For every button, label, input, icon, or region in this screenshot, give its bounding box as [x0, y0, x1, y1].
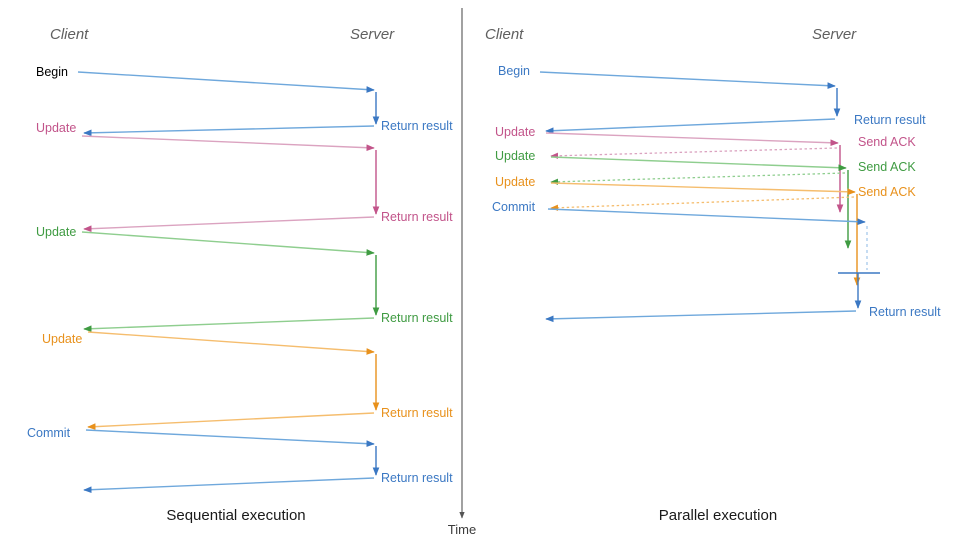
left-msg-4-request-arrow [87, 331, 375, 355]
left-panel-caption: Sequential execution [166, 507, 305, 524]
right-msg-1-reply-arrow [545, 118, 836, 135]
right-msg-4-request-arrow [550, 182, 856, 196]
right-msg-1-request-arrow [539, 71, 836, 89]
right-client-header: Client [485, 26, 524, 43]
right-panel: Client Server Begin Return result Update… [485, 26, 941, 524]
right-msg-5-request-arrow [547, 208, 866, 226]
left-msg-5-label: Commit [27, 426, 71, 440]
left-message-1: Begin Return result [36, 65, 453, 137]
left-msg-4-reply-arrow [87, 412, 375, 430]
right-panel-caption: Parallel execution [659, 507, 777, 524]
right-message-3: Update Send ACK [495, 149, 916, 249]
left-message-3: Update Return result [36, 225, 453, 333]
left-message-2: Update Return result [36, 121, 453, 233]
right-msg-3-ack-arrow [550, 172, 846, 185]
left-client-header: Client [50, 26, 89, 43]
left-msg-4-label: Update [42, 332, 82, 346]
left-msg-3-reply-arrow [83, 317, 375, 333]
right-msg-4-ack-arrow [550, 196, 855, 211]
left-msg-1-request-arrow [77, 71, 375, 93]
right-msg-2-label: Update [495, 125, 535, 139]
right-message-2: Update Send ACK [495, 125, 916, 213]
time-axis-label: Time [448, 522, 476, 537]
right-msg-4-label: Update [495, 175, 535, 189]
left-panel: Client Server Begin Return result Update… [27, 26, 453, 524]
left-msg-2-request-arrow [81, 135, 375, 152]
right-msg-1-reply-label: Return result [854, 113, 926, 127]
left-msg-3-request-arrow [81, 231, 375, 256]
left-msg-1-label: Begin [36, 65, 68, 79]
right-msg-1-label: Begin [498, 64, 530, 78]
right-server-header: Server [812, 26, 857, 43]
left-msg-4-reply-label: Return result [381, 406, 453, 420]
left-message-5: Commit Return result [27, 426, 453, 494]
right-msg-3-request-arrow [550, 156, 847, 172]
right-msg-2-request-arrow [545, 132, 839, 147]
right-msg-4-reply-label: Send ACK [858, 185, 916, 199]
right-msg-5-reply-arrow [545, 310, 857, 323]
left-server-header: Server [350, 26, 395, 43]
right-msg-5-label: Commit [492, 200, 536, 214]
left-msg-2-reply-arrow [83, 216, 375, 233]
right-msg-3-label: Update [495, 149, 535, 163]
right-msg-5-reply-label: Return result [869, 305, 941, 319]
left-msg-2-reply-label: Return result [381, 210, 453, 224]
left-msg-3-reply-label: Return result [381, 311, 453, 325]
right-message-5: Commit Return result [492, 200, 941, 323]
right-message-4: Update Send ACK [495, 175, 916, 286]
left-msg-5-reply-arrow [83, 477, 375, 494]
right-msg-2-reply-label: Send ACK [858, 135, 916, 149]
left-msg-3-label: Update [36, 225, 76, 239]
left-msg-5-request-arrow [85, 429, 375, 447]
left-message-4: Update Return result [42, 331, 453, 430]
time-axis: Time [448, 8, 476, 537]
right-msg-2-ack-arrow [550, 147, 838, 159]
right-msg-3-reply-label: Send ACK [858, 160, 916, 174]
left-msg-5-reply-label: Return result [381, 471, 453, 485]
left-msg-1-reply-arrow [83, 125, 375, 137]
right-message-1: Begin Return result [498, 64, 926, 135]
left-msg-2-label: Update [36, 121, 76, 135]
left-msg-1-reply-label: Return result [381, 119, 453, 133]
